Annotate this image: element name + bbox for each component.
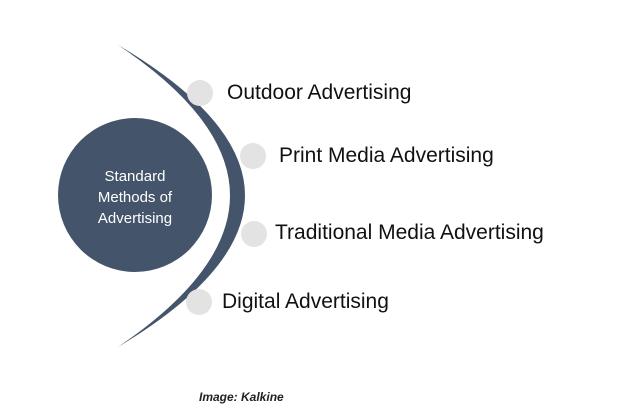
item-print-media-advertising: Print Media Advertising	[279, 144, 494, 167]
item-digital-advertising: Digital Advertising	[222, 290, 389, 313]
item-outdoor-advertising: Outdoor Advertising	[227, 81, 412, 104]
node-traditional-media	[241, 221, 267, 247]
arc-band	[118, 45, 245, 347]
center-hub-label: Standard Methods of Advertising	[58, 166, 212, 229]
center-hub	[58, 118, 212, 272]
center-line-3: Advertising	[97, 210, 173, 227]
image-credit: Image: Kalkine	[199, 390, 284, 404]
item-traditional-media-advertising: Traditional Media Advertising	[275, 221, 544, 244]
node-print-media	[240, 143, 266, 169]
node-digital	[186, 289, 212, 315]
center-line-1: Standard	[104, 168, 166, 185]
center-line-2: Methods of	[97, 189, 173, 206]
node-outdoor	[187, 80, 213, 106]
